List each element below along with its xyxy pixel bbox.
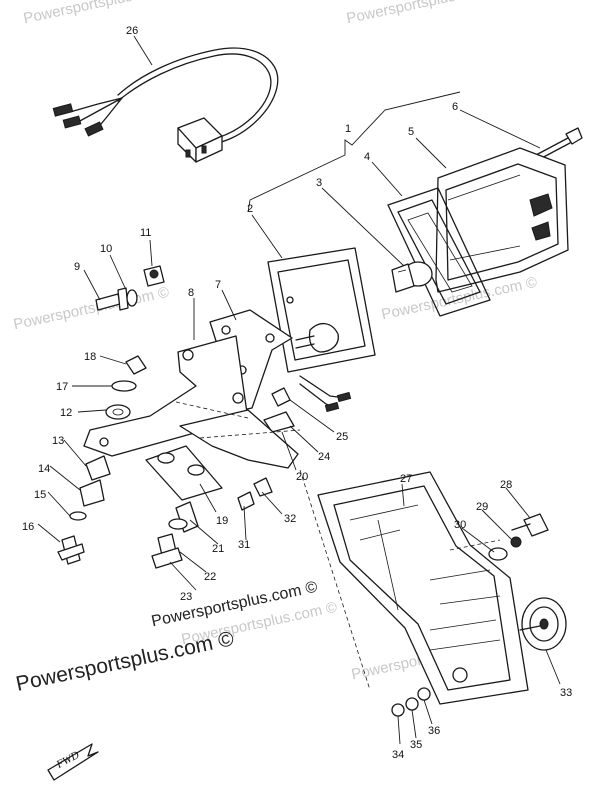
callout-23: 23 <box>180 591 192 603</box>
callout-6: 6 <box>452 101 458 113</box>
parts-31-32-nuts <box>237 477 273 511</box>
callout-3: 3 <box>316 177 322 189</box>
parts-9-10-11 <box>95 265 165 311</box>
callout-25: 25 <box>336 431 348 443</box>
callout-18: 18 <box>84 351 96 363</box>
callout-labels: 1 2 3 4 5 6 7 8 9 10 11 12 13 14 15 16 1… <box>22 25 572 761</box>
callout-31: 31 <box>238 539 250 551</box>
part-33-reflector <box>519 597 567 651</box>
part-3-bulb <box>391 261 433 293</box>
callout-2: 2 <box>247 203 253 215</box>
callout-22: 22 <box>204 571 216 583</box>
callout-28: 28 <box>500 479 512 491</box>
callout-29: 29 <box>476 501 488 513</box>
callout-15: 15 <box>34 489 46 501</box>
callout-10: 10 <box>100 243 112 255</box>
parts-18-17-12 <box>105 355 147 420</box>
callout-5: 5 <box>408 126 414 138</box>
parts-13-16 <box>57 455 111 565</box>
callout-1: 1 <box>345 123 351 135</box>
callout-14: 14 <box>38 463 50 475</box>
callout-33: 33 <box>560 687 572 699</box>
parts-28-30 <box>488 513 549 561</box>
part-19-rubber-block <box>145 445 223 501</box>
callout-24: 24 <box>318 451 330 463</box>
callout-26: 26 <box>126 25 138 37</box>
callout-27: 27 <box>400 473 412 485</box>
part-6-bolt <box>535 127 583 161</box>
part-2-lamp-housing <box>267 247 376 373</box>
callout-7: 7 <box>215 279 221 291</box>
part-26-wire-harness <box>52 47 279 163</box>
callout-19: 19 <box>216 515 228 527</box>
callout-30: 30 <box>454 519 466 531</box>
callout-36: 36 <box>428 725 440 737</box>
callout-12: 12 <box>60 407 72 419</box>
callout-17: 17 <box>56 381 68 393</box>
callout-20: 20 <box>296 471 308 483</box>
callout-34: 34 <box>392 749 404 761</box>
callout-4: 4 <box>364 151 370 163</box>
callout-35: 35 <box>410 739 422 751</box>
callout-11: 11 <box>140 227 151 239</box>
callout-13: 13 <box>52 435 64 447</box>
callout-9: 9 <box>74 261 80 273</box>
callout-21: 21 <box>212 543 224 555</box>
fwd-arrow-icon <box>47 743 99 781</box>
part-27-license-bracket <box>299 469 529 705</box>
parts-20-23 <box>151 501 199 569</box>
leader-lines <box>37 35 561 745</box>
part-5-lens-cover <box>435 147 569 293</box>
part-7-8-tail-stay <box>83 309 301 469</box>
part-25-24-grommets <box>263 375 352 433</box>
callout-16: 16 <box>22 521 34 533</box>
callout-32: 32 <box>284 513 296 525</box>
callout-8: 8 <box>188 287 194 299</box>
